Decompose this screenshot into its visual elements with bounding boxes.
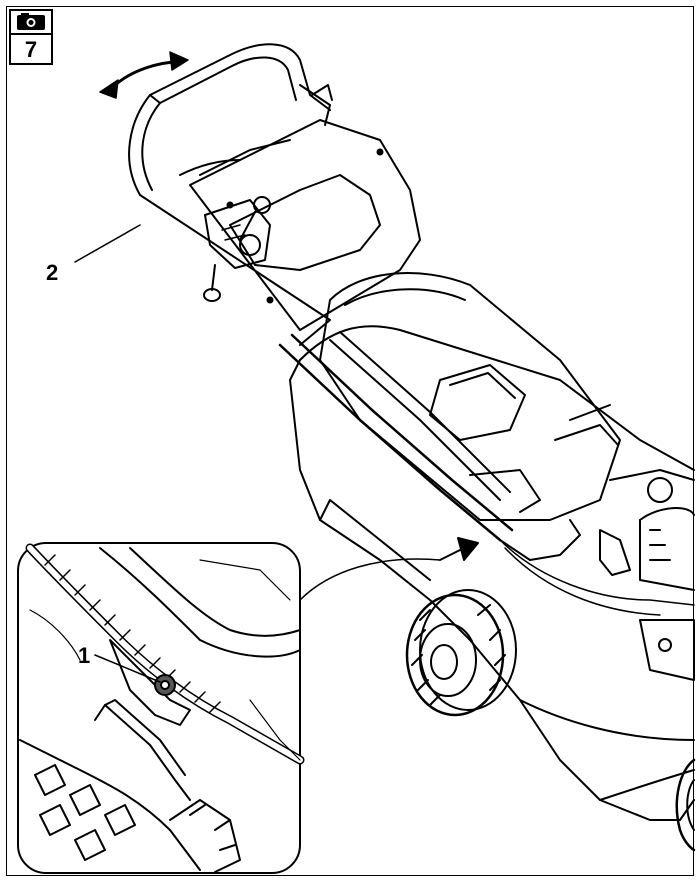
callout-1: 1 (78, 643, 91, 668)
pointer-arrow (439, 537, 479, 561)
rear-wheel (675, 758, 696, 852)
rotate-arrow (99, 51, 189, 99)
leader-line-2 (74, 224, 141, 263)
callout-2: 2 (46, 260, 59, 285)
figure-border (6, 6, 694, 876)
engine (599, 469, 695, 681)
front-wheel (405, 589, 517, 717)
figure-number: 7 (24, 37, 38, 62)
camera-icon (17, 13, 45, 30)
mower-deck (289, 325, 695, 821)
bowden-cable (299, 539, 695, 616)
leader-line-1 (94, 654, 161, 683)
handle-upper (128, 43, 421, 346)
control-panel (203, 148, 384, 304)
badge-icon-area (11, 11, 51, 35)
figure-number-badge: 7 (9, 9, 53, 65)
grass-catcher (319, 272, 621, 521)
inset-detail (17, 542, 305, 874)
handle-lower-tubes (278, 331, 581, 561)
